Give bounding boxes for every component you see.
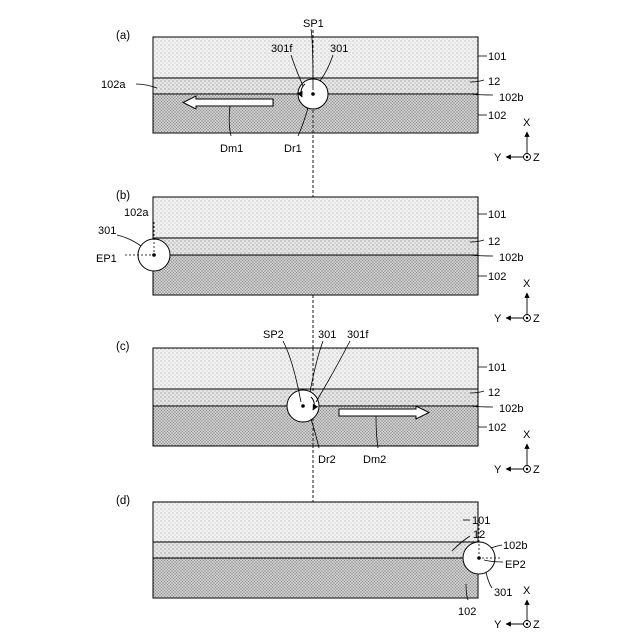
center-dot-d [477,556,481,560]
label-102-c: 102 [488,422,506,434]
label-102a-b: 102a [124,207,149,219]
axis-indicator-c: X Y Z [494,429,540,476]
panel-b-label: (b) [116,190,130,202]
panel-c-label: (c) [116,341,130,353]
label-301-c: 301 [318,329,336,341]
label-dr1: Dr1 [284,143,302,155]
label-102a-a: 102a [101,79,126,91]
label-102-d: 102 [458,606,476,618]
label-sp2: SP2 [263,329,284,341]
label-102-b: 102 [488,271,506,283]
center-dot-b [152,253,156,257]
label-301-a: 301 [330,43,348,55]
label-12-a: 12 [488,76,500,88]
label-101-c: 101 [488,362,506,374]
center-dot-a [311,92,315,96]
layer-102-b [153,255,478,295]
panel-d-label: (d) [116,495,130,507]
label-101-d: 101 [472,515,490,527]
label-12-d: 12 [473,529,485,541]
svg-text:X: X [523,429,531,441]
svg-text:Y: Y [494,313,502,325]
svg-text:Z: Z [533,313,540,325]
layer-101-d [153,502,478,542]
label-101-b: 101 [488,209,506,221]
svg-text:Y: Y [494,464,502,476]
panel-d: (d) 101 12 102b EP2 301 102 X Y Z [116,495,540,631]
label-301f-a: 301f [271,43,293,55]
label-ep1: EP1 [96,253,117,265]
label-12-b: 12 [488,236,500,248]
layer-101-b [153,197,478,238]
label-dm1: Dm1 [220,143,243,155]
label-301-b: 301 [98,225,116,237]
svg-text:Z: Z [533,464,540,476]
label-dr2: Dr2 [318,454,336,466]
layer-101-c [153,348,478,389]
panel-c: (c) SP2 301 301f Dr2 Dm2 101 12 102b 102… [116,329,540,476]
label-102-a: 102 [488,110,506,122]
svg-text:Y: Y [494,619,502,631]
layer-102-d [153,558,478,598]
svg-text:X: X [523,117,531,129]
label-dm2: Dm2 [363,454,386,466]
panel-b: (b) 102a 301 EP1 101 12 102b 102 X Y Z [96,190,540,325]
axis-indicator-a: X Y Z [494,117,540,164]
svg-text:X: X [523,278,531,290]
label-102b-b: 102b [499,252,523,264]
label-102b-d: 102b [503,540,527,552]
layer-12-b [153,238,478,255]
label-102b-c: 102b [499,403,523,415]
label-12-c: 12 [488,387,500,399]
layer-12-d [153,542,478,558]
label-301-d: 301 [494,587,512,599]
svg-text:X: X [523,585,531,597]
label-sp1: SP1 [303,18,324,30]
panel-a: (a) 101 12 102b 102 102a SP1 301f 301 Dm… [101,18,540,164]
axis-indicator-b: X Y Z [494,278,540,325]
layer-101-a [153,37,478,78]
center-dot-c [301,404,305,408]
label-ep2: EP2 [505,559,526,571]
svg-text:Y: Y [494,152,502,164]
svg-text:Z: Z [533,619,540,631]
svg-text:Z: Z [533,152,540,164]
label-301f-c: 301f [347,329,369,341]
panel-a-label: (a) [116,30,130,42]
label-102b-a: 102b [499,92,523,104]
label-101-a: 101 [488,51,506,63]
